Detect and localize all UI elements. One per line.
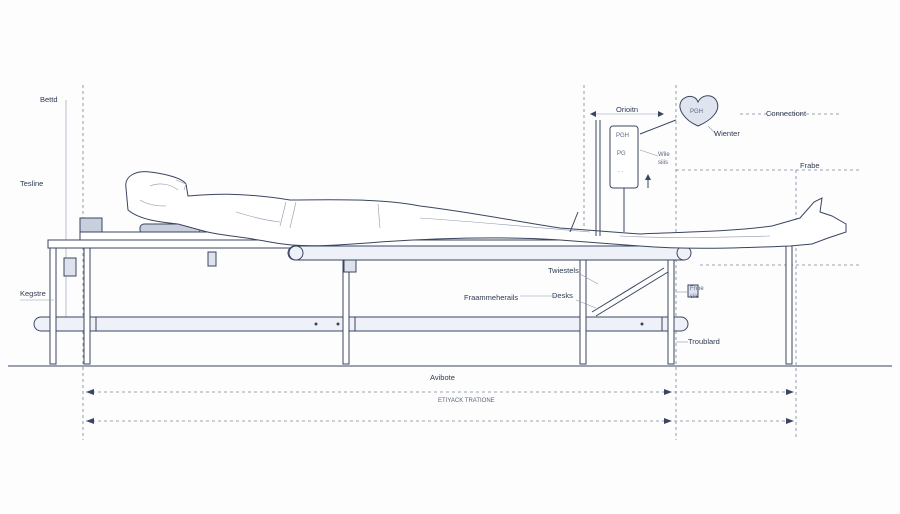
label-bottom-dimension: ETIYACK TRATIONE <box>438 398 495 404</box>
table-leg-2 <box>83 247 91 365</box>
rivet <box>314 322 318 326</box>
iv-assembly: PGH PG · · <box>569 111 677 236</box>
lower-rail-tube <box>33 316 689 332</box>
iv-bag-label-top: PGH <box>616 133 629 139</box>
label-avibote: Avibote <box>430 373 455 382</box>
wile-arrow-head <box>645 174 651 180</box>
jaw-line <box>139 199 167 207</box>
label-connection: Connectiont <box>766 109 807 118</box>
label-wile-line1: Wile <box>658 152 670 158</box>
upper-rail-tube <box>287 245 691 261</box>
patient-body-outline <box>125 171 847 249</box>
desks-leader <box>575 299 597 309</box>
dimension-lines <box>86 389 794 424</box>
label-twiestels: Twiestels <box>548 266 579 275</box>
dimension-arrow-right-upper <box>786 389 794 395</box>
dimension-arrow-left-lower <box>86 418 94 424</box>
iv-bag-label-mid: PG <box>617 151 626 157</box>
arm-line <box>619 235 771 238</box>
clamp-left <box>63 257 77 277</box>
upper-rail-end-left <box>288 245 304 261</box>
patient-figure <box>125 171 847 249</box>
label-troublard: Troublard <box>688 337 720 346</box>
dimension-arrow-mid-lower <box>664 418 672 424</box>
dimension-arrow-mid-upper <box>664 389 672 395</box>
label-leaders <box>20 273 688 343</box>
orioitn-arrow-right <box>658 111 664 117</box>
heart-label: PGH <box>690 109 703 115</box>
dimension-arrow-right-lower <box>786 418 794 424</box>
clamp-mid <box>343 259 357 273</box>
label-fnoe-line2: siie <box>690 294 700 300</box>
heart-outline <box>679 95 719 127</box>
label-bettd: Bettd <box>40 95 58 104</box>
heart-leader <box>707 125 717 135</box>
label-wile-line2: siiis <box>658 160 668 166</box>
label-kegstre: Kegstre <box>20 289 46 298</box>
orioitn-arrow-left <box>590 111 596 117</box>
label-frabe: Frabe <box>800 161 820 170</box>
label-orioitn: Orioitn <box>616 105 638 114</box>
table-leg-5 <box>667 259 675 365</box>
head-rest-block <box>79 217 103 233</box>
rivet <box>640 322 644 326</box>
label-wienter: Wienter <box>714 129 740 138</box>
label-fnoe-line1: Fnoe <box>690 286 704 292</box>
ear-line <box>149 183 179 191</box>
orioitn-leader <box>639 119 677 135</box>
twiestels-leader <box>579 273 599 285</box>
clamp-under-head <box>207 251 217 267</box>
label-desks: Desks <box>552 291 573 300</box>
iv-needle <box>569 211 579 233</box>
annotation-labels: Bettd Tesline Kegstre Orioitn Connection… <box>20 95 820 404</box>
label-frame-materials: Fraammeherails <box>464 293 518 302</box>
clamp-right <box>687 284 699 298</box>
chest-line <box>235 211 281 223</box>
leg-line <box>419 217 591 233</box>
face-profile <box>175 179 187 191</box>
wile-leader <box>639 149 659 157</box>
dimension-arrow-left-upper <box>86 389 94 395</box>
table-leg-1 <box>49 247 57 365</box>
table-leg-4 <box>579 259 587 365</box>
table-frame <box>33 235 793 365</box>
rivet <box>336 322 340 326</box>
table-leg-3 <box>342 259 350 365</box>
diagonal-brace <box>591 267 665 313</box>
heart-shape-icon: PGH <box>679 95 719 135</box>
shorts-lines <box>279 201 381 229</box>
construction-lines <box>65 85 860 440</box>
iv-bag-label-low: · · <box>618 169 624 175</box>
label-tesline: Tesline <box>20 179 43 188</box>
arm-support-post <box>785 239 793 365</box>
diagonal-brace-2 <box>595 271 669 317</box>
